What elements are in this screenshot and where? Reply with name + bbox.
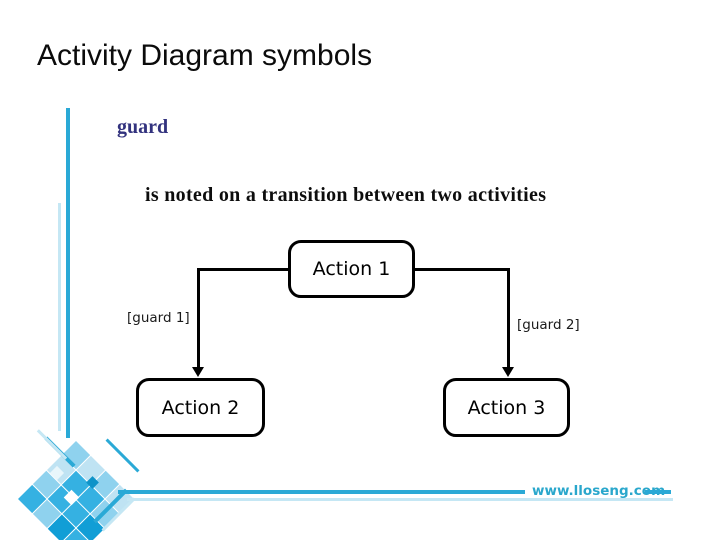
arrowhead-right: [502, 367, 514, 377]
term-heading: guard: [117, 116, 169, 138]
diagonal-accent-light: [36, 429, 68, 460]
corner-mosaic-ornament: [18, 441, 134, 540]
activity-node-action3: Action 3: [443, 378, 570, 437]
connector-left-vertical: [197, 268, 200, 369]
connector-right-vertical: [507, 268, 510, 369]
guard-label-1: [guard 1]: [127, 310, 190, 326]
diagonal-accent: [105, 438, 140, 473]
footer-rule: [118, 490, 525, 494]
footer-rule-light: [127, 498, 673, 501]
arrowhead-left: [192, 367, 204, 377]
website-link[interactable]: www.lloseng.com: [532, 483, 666, 499]
definition-text: is noted on a transition between two act…: [145, 184, 547, 206]
connector-left-horizontal: [197, 268, 289, 271]
connector-right-horizontal: [413, 268, 510, 271]
activity-node-action1: Action 1: [288, 240, 415, 298]
guard-label-2: [guard 2]: [517, 317, 580, 333]
slide-title: Activity Diagram symbols: [37, 39, 373, 72]
left-accent-line: [66, 108, 70, 438]
left-accent-line-light: [58, 203, 61, 431]
footer-rule-short: [645, 490, 671, 494]
activity-node-action2: Action 2: [136, 378, 265, 437]
